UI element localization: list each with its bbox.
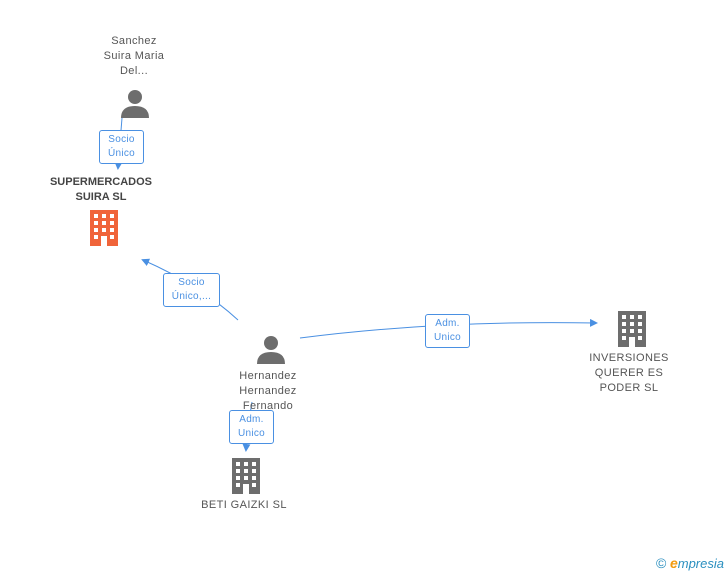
brand-name: mpresia: [677, 556, 724, 571]
building-icon[interactable]: [88, 210, 120, 246]
node-label-sanchez[interactable]: Sanchez Suira Maria Del...: [103, 35, 165, 77]
node-label-hernandez[interactable]: Hernandez Hernandez Fernando: [239, 370, 297, 412]
edge-label-hernandez-inversiones[interactable]: Adm. Unico: [425, 314, 470, 348]
edge-label-hernandez-betigaizki[interactable]: Adm. Unico: [229, 410, 274, 444]
node-label-supermercados[interactable]: SUPERMERCADOS SUIRA SL: [49, 176, 153, 203]
building-icon[interactable]: [230, 458, 262, 494]
copyright-symbol: ©: [656, 555, 667, 571]
edge-label-hernandez-supermercados[interactable]: Socio Único,...: [163, 273, 220, 307]
empresia-logo[interactable]: © empresia: [656, 555, 724, 571]
brand-initial: e: [669, 555, 678, 571]
building-icon[interactable]: [616, 311, 648, 347]
edge-label-sanchez-supermercados[interactable]: Socio Único: [99, 130, 144, 164]
person-icon[interactable]: [119, 88, 151, 118]
person-icon[interactable]: [255, 334, 287, 364]
node-label-inversiones[interactable]: INVERSIONES QUERER ES PODER SL: [589, 352, 669, 394]
node-label-betigaizki[interactable]: BETI GAIZKI SL: [201, 499, 287, 511]
